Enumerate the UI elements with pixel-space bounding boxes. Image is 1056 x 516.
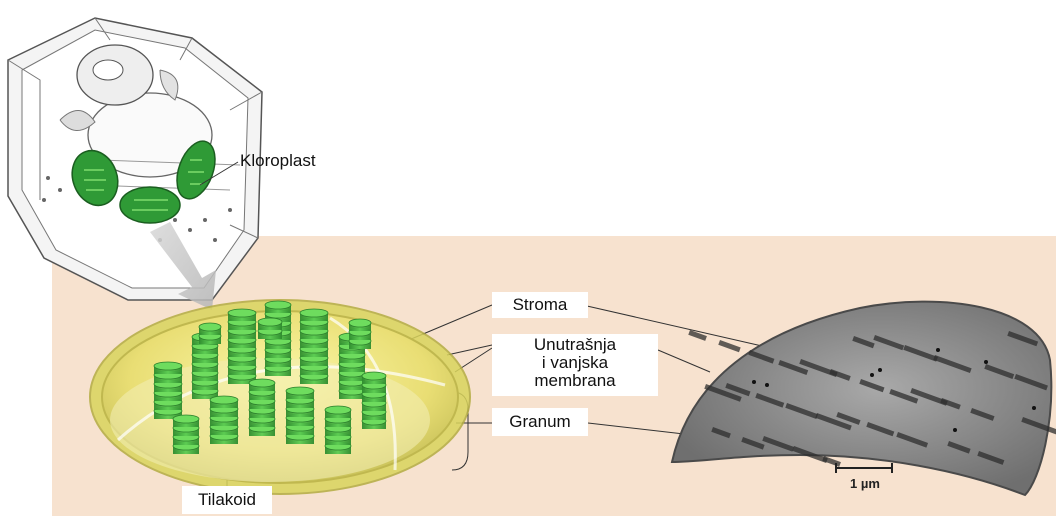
thylakoid-disc-top [265, 301, 291, 309]
thylakoid-disc-top [228, 309, 256, 317]
thylakoid-disc-top [210, 396, 238, 404]
thylakoid-disc-top [300, 309, 328, 317]
thylakoid-disc-top [286, 387, 314, 395]
thylakoid-disc-top [173, 415, 199, 423]
cell-chloroplast-bottom [120, 187, 180, 223]
thylakoid-disc-top [258, 318, 282, 326]
thylakoid-disc-top [199, 323, 221, 331]
thylakoid-disc-top [249, 379, 275, 387]
thylakoid-disc-top [154, 362, 182, 370]
thylakoid-disc-top [362, 372, 386, 380]
label-kloroplast: Kloroplast [240, 152, 350, 170]
scale-bar-label: 1 µm [850, 476, 880, 491]
label-granum: Granum [492, 408, 588, 436]
label-membrana-line1: Unutrašnja [492, 336, 658, 354]
label-tilakoid: Tilakoid [182, 486, 272, 514]
thylakoid-disc-top [325, 406, 351, 414]
label-membrana: Unutrašnja i vanjska membrana [492, 334, 658, 396]
plant-cell-illustration [8, 18, 262, 300]
label-stroma: Stroma [492, 292, 588, 318]
label-membrana-line2: i vanjska [492, 354, 658, 372]
label-membrana-line3: membrana [492, 372, 658, 390]
chloroplast-cutaway [90, 300, 470, 494]
thylakoid-disc-top [349, 319, 371, 327]
